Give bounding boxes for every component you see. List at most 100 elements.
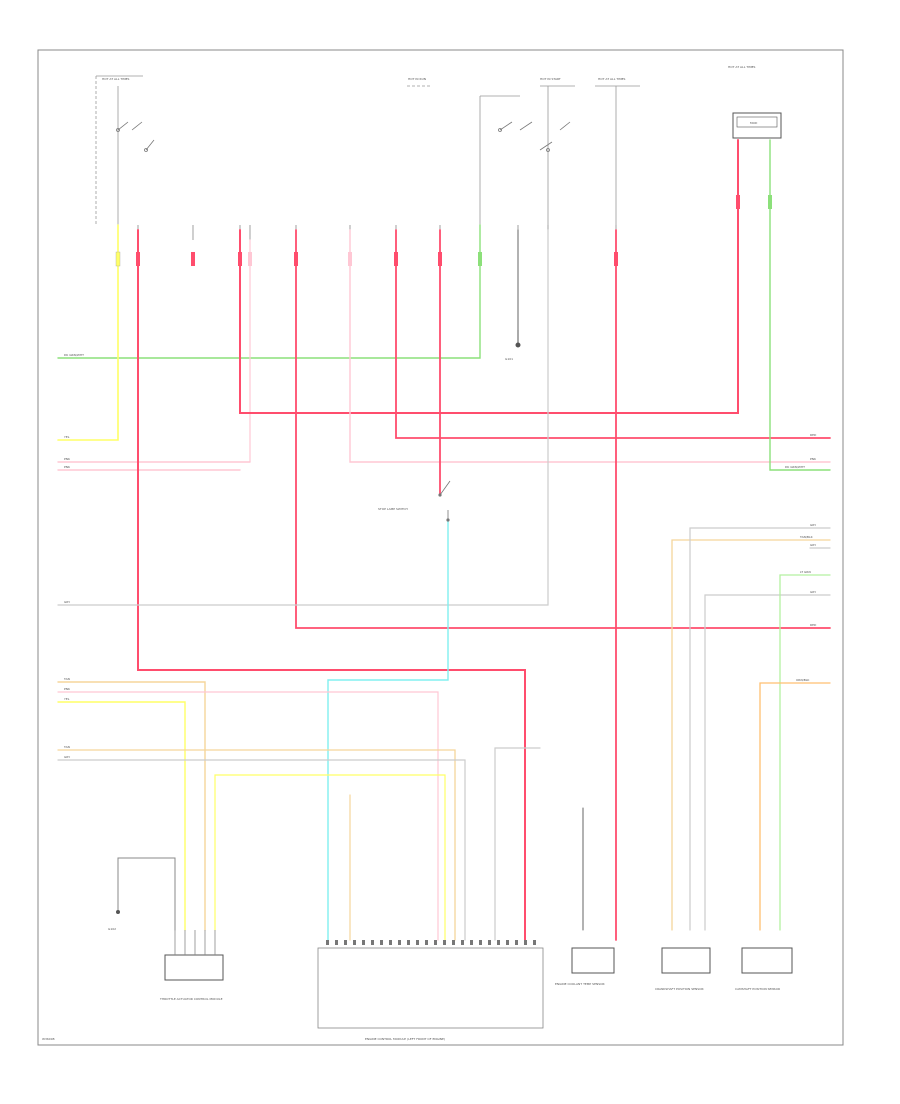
sensor-box-1: ENGINE COOLANT TEMP SENSOR <box>555 947 615 986</box>
wire-red-3 <box>295 229 831 629</box>
wire-dark-1 <box>117 857 176 931</box>
ecm-pin <box>533 940 536 945</box>
ecm-pin <box>335 940 338 945</box>
ecm-pins <box>326 940 536 945</box>
ecm-pin <box>344 940 347 945</box>
label-pnk-left-1: PNK <box>64 457 71 461</box>
ecm-module: ENGINE CONTROL MODULE (LEFT FRONT OF ENG… <box>317 940 544 1041</box>
wire-grey-3 <box>494 747 541 941</box>
right-wire-labels: RED PNK DK GRN/WHT GRY TAN/BLK GRY LT GR… <box>785 433 817 682</box>
ecm-pin <box>371 940 374 945</box>
wire-yellow-2 <box>57 701 186 931</box>
wire-green-2 <box>769 139 831 471</box>
label-tan-left-2: TAN <box>63 745 70 749</box>
wire-cyan-1 <box>327 519 449 941</box>
label-yel-left: YEL <box>64 435 70 439</box>
ecm-pin <box>380 940 383 945</box>
ecm-pin <box>488 940 491 945</box>
ecm-pin <box>425 940 428 945</box>
sensor-box-2: CRANKSHAFT POSITION SENSOR <box>655 947 711 991</box>
ground-symbol-1: G101 <box>505 330 521 361</box>
ecm-pin <box>398 940 401 945</box>
label-dkgrn-wht-left: DK GRN/WHT <box>64 353 84 357</box>
throttle-module: THROTTLE ACTUATOR CONTROL MODULE <box>159 930 224 1001</box>
ecm-pin <box>452 940 455 945</box>
label-sensor-1: ENGINE COOLANT TEMP SENSOR <box>555 982 605 986</box>
wire-green-1 <box>57 224 481 359</box>
wire-orange-1 <box>759 682 831 931</box>
wire-tan-1 <box>57 681 206 931</box>
pin-ticks <box>117 225 617 240</box>
wire-grey-4 <box>689 527 831 931</box>
wire-lightgreen-1 <box>779 574 831 931</box>
label-gry-right-1: GRY <box>810 523 816 527</box>
label-ltgrn-right: LT GRN <box>800 570 811 574</box>
label-gry-right-3: GRY <box>810 590 816 594</box>
wire-red-1 <box>137 229 526 941</box>
ecm-pin <box>470 940 473 945</box>
label-ornblk-right: ORN/BLK <box>796 678 810 682</box>
wire-tan-4 <box>671 539 831 931</box>
label-pnk-left-2: PNK <box>64 465 71 469</box>
wire-yellow-3 <box>214 774 446 941</box>
top-label-hot-all-times-3: HOT AT ALL TIMES <box>728 65 756 69</box>
top-label-hot-in-start: HOT IN START <box>540 77 561 81</box>
ecm-pin <box>443 940 446 945</box>
ecm-pin <box>461 940 464 945</box>
wire-yellow-1 <box>57 224 119 441</box>
ecm-pin <box>434 940 437 945</box>
label-gry-left-2: GRY <box>64 755 70 759</box>
ecm-pin <box>326 940 329 945</box>
wire-grey-2 <box>57 759 466 941</box>
wire-grey-1 <box>57 229 549 606</box>
ecm-pin <box>407 940 410 945</box>
label-sensor-3: CAMSHAFT POSITION SENSOR <box>735 987 780 991</box>
label-red-right-1: RED <box>810 433 817 437</box>
wire-tan-2 <box>57 749 456 941</box>
label-pnk-left-3: PNK <box>64 687 71 691</box>
label-throttle-module: THROTTLE ACTUATOR CONTROL MODULE <box>159 997 223 1001</box>
diagram-frame <box>37 49 844 1046</box>
label-stop-lamp-switch: STOP LAMP SWITCH <box>378 507 408 511</box>
top-label-hot-all-times-2: HOT AT ALL TIMES <box>598 77 626 81</box>
svg-text:MOD: MOD <box>750 121 758 125</box>
label-sensor-2: CRANKSHAFT POSITION SENSOR <box>655 987 704 991</box>
wire-red-2 <box>239 139 739 414</box>
ecm-pin <box>524 940 527 945</box>
label-dkgrn-right: DK GRN/WHT <box>785 465 805 469</box>
label-ground-1: G101 <box>505 357 513 361</box>
label-tan-left-1: TAN <box>63 677 70 681</box>
label-pnk-right-1: PNK <box>810 457 817 461</box>
ecm-pin <box>389 940 392 945</box>
wire-red-4 <box>395 229 831 439</box>
label-red-right-2: RED <box>810 623 817 627</box>
top-labels: HOT AT ALL TIMES HOT IN RUN HOT IN START… <box>102 65 756 81</box>
label-ground-2: G102 <box>108 927 116 931</box>
ecm-pin <box>479 940 482 945</box>
sensor-box-3: CAMSHAFT POSITION SENSOR <box>735 947 793 991</box>
label-gry-right-2: GRY <box>810 543 816 547</box>
relay-switches <box>116 121 571 152</box>
label-tanblk-right: TAN/BLK <box>799 535 814 539</box>
label-ecm: ENGINE CONTROL MODULE (LEFT FRONT OF ENG… <box>365 1037 445 1041</box>
wire-markers <box>115 195 772 267</box>
wire-grey-5 <box>704 594 831 931</box>
left-wire-labels: DK GRN/WHT YEL PNK PNK GRY TAN PNK YEL T… <box>63 353 84 759</box>
wire-pink-5 <box>57 691 439 941</box>
top-label-hot-in-run: HOT IN RUN <box>408 77 426 81</box>
ecm-pin <box>506 940 509 945</box>
ecm-pin <box>515 940 518 945</box>
stop-lamp-switch: STOP LAMP SWITCH <box>378 480 451 522</box>
ecm-pin <box>416 940 419 945</box>
label-gry-left: GRY <box>64 600 70 604</box>
top-right-module: MOD <box>732 112 782 139</box>
top-label-hot-all-times-1: HOT AT ALL TIMES <box>102 77 130 81</box>
footer-code: W36098 <box>42 1037 55 1041</box>
reference-lines <box>95 75 640 225</box>
wire-pink-4 <box>349 229 831 463</box>
ecm-pin <box>362 940 365 945</box>
ecm-pin <box>353 940 356 945</box>
ground-symbol-2: G102 <box>108 910 120 931</box>
